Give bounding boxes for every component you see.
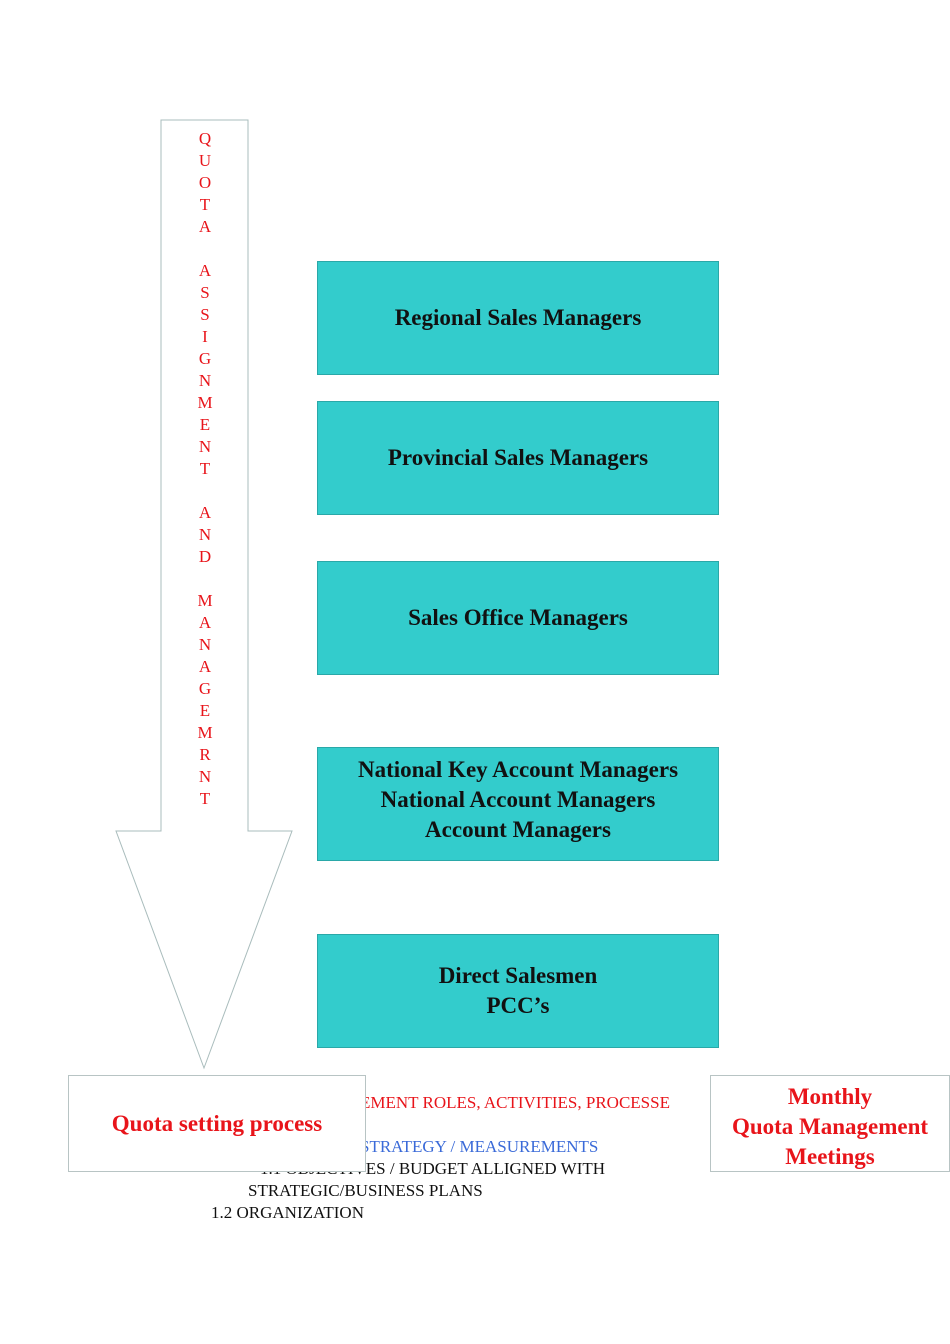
role-label: National Account Managers [380, 787, 656, 812]
role-label: National Key Account Managers [357, 757, 679, 782]
underlying-text-line5: 1.2 ORGANIZATION [211, 1203, 364, 1222]
role-label: Provincial Sales Managers [387, 445, 649, 470]
role-label: Sales Office Managers [408, 605, 628, 630]
role-box-sales-office: Sales Office Managers [317, 561, 719, 675]
role-label: PCC’s [486, 993, 550, 1018]
role-label: Regional Sales Managers [394, 305, 642, 330]
quota-setting-label: Quota setting process [111, 1110, 323, 1136]
role-box-direct-salesmen: Direct Salesmen PCC’s [317, 934, 719, 1048]
monthly-meetings-line: Meetings [785, 1144, 875, 1169]
role-label: Direct Salesmen [438, 963, 598, 988]
quota-assignment-vertical-label: Q U O T A A S S I G N M E N T A N D M A … [197, 129, 213, 808]
underlying-text-line2: STRATEGY / MEASUREMENTS [360, 1137, 599, 1156]
monthly-meetings-box: Monthly Quota Management Meetings [710, 1075, 950, 1172]
role-box-regional: Regional Sales Managers [317, 261, 719, 375]
monthly-meetings-line: Quota Management [731, 1114, 929, 1139]
role-box-provincial: Provincial Sales Managers [317, 401, 719, 515]
monthly-meetings-line: Monthly [787, 1084, 873, 1109]
role-label: Account Managers [425, 817, 611, 842]
quota-setting-process-box: Quota setting process [68, 1075, 366, 1172]
underlying-text-line4: STRATEGIC/BUSINESS PLANS [248, 1181, 483, 1200]
underlying-text-line1: EMENT ROLES, ACTIVITIES, PROCESSE [360, 1093, 670, 1112]
role-box-account-managers: National Key Account Managers National A… [317, 747, 719, 861]
